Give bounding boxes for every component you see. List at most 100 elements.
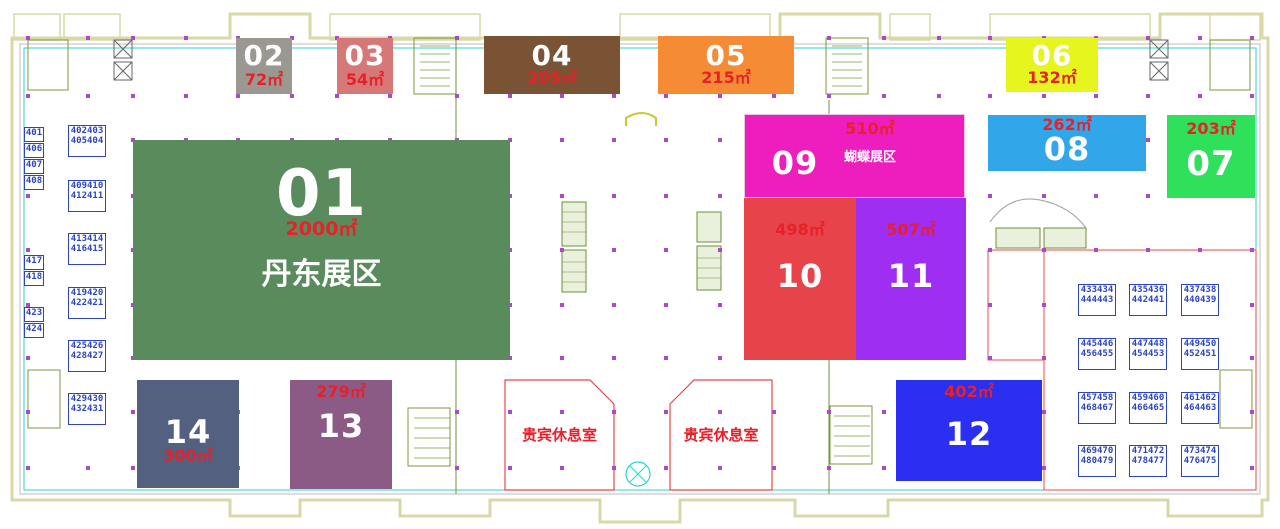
booth-label: 457458 [1080,393,1114,403]
hall-number: 13 [317,407,365,445]
booth[interactable]: 423 [24,307,44,322]
column-marker [882,36,886,40]
booth[interactable]: 401 [24,127,44,142]
hall-area: 507㎡ [886,220,936,239]
hall-12[interactable]: 402㎡ 12 [896,380,1042,481]
column-marker [1198,36,1202,40]
vip-room-right[interactable]: 贵宾休息室 [670,380,772,490]
column-marker [612,248,616,252]
booth[interactable]: 407 [24,159,44,174]
hall-area: 132㎡ [1027,68,1077,87]
booth[interactable]: 424 [24,323,44,338]
column-marker [131,36,135,40]
column-marker [612,356,616,360]
column-marker [718,356,722,360]
hall-name: 蝴蝶展区 [843,150,896,165]
column-marker [560,410,564,414]
column-marker [26,94,30,98]
hall-06[interactable]: 06 132㎡ [1006,38,1098,92]
hall-01[interactable]: 01 2000㎡ 丹东展区 [133,140,510,360]
column-marker [1042,194,1046,198]
column-marker [508,303,512,307]
hall-07[interactable]: 203㎡ 07 [1167,115,1255,198]
booth-label: 449450 [1183,339,1217,349]
hall-area: 510㎡ [845,119,895,138]
hall-14[interactable]: 14 300㎡ [137,380,239,488]
column-marker [1042,303,1046,307]
hall-area: 262㎡ [1042,115,1092,134]
booth-label: 408 [25,176,43,186]
hall-09[interactable]: 09 510㎡ 蝴蝶展区 [744,114,965,198]
column-marker [560,138,564,142]
booth-label: 440439 [1183,295,1217,305]
column-marker [560,466,564,470]
booth-label: 442441 [1131,295,1165,305]
column-marker [827,36,831,40]
hall-11[interactable]: 507㎡ 11 [856,198,966,360]
column-marker [1250,466,1254,470]
column-marker [612,94,616,98]
booth[interactable]: 408 [24,175,44,190]
column-marker [1250,303,1254,307]
hall-13[interactable]: 279㎡ 13 [290,380,392,489]
column-marker [1250,356,1254,360]
hall-05[interactable]: 05 215㎡ [658,36,794,94]
hall-08[interactable]: 262㎡ 08 [988,115,1146,171]
hall-03[interactable]: 03 54㎡ [337,38,393,94]
column-marker [26,356,30,360]
column-marker [1250,248,1254,252]
hall-name: 丹东展区 [261,257,382,292]
column-marker [772,410,776,414]
booth[interactable]: 417 [24,255,44,270]
column-marker [1042,410,1046,414]
column-marker [937,94,941,98]
booth[interactable]: 406 [24,143,44,158]
column-marker [882,410,886,414]
booth-label: 429430 [70,394,104,404]
booth-label: 413414 [70,234,104,244]
hall-04[interactable]: 04 205㎡ [484,36,620,94]
booth-label: 423 [25,308,43,318]
hall-02[interactable]: 02 72㎡ [236,38,292,94]
hall-10[interactable]: 498㎡ 10 [744,198,856,360]
column-marker [718,138,722,142]
booth-label: 425426 [70,341,104,351]
column-marker [131,410,135,414]
vip-room-label: 贵宾休息室 [683,426,759,444]
booth-label: 416415 [70,244,104,254]
column-marker [455,94,459,98]
column-marker [184,36,188,40]
booth[interactable]: 418 [24,271,44,286]
vip-room-left[interactable]: 贵宾休息室 [505,380,614,490]
column-marker [827,94,831,98]
hall-number: 06 [1031,39,1073,72]
column-marker [508,410,512,414]
hall-area: 72㎡ [244,70,284,89]
booth-label: 476475 [1183,456,1217,466]
column-marker [560,303,564,307]
column-marker [455,466,459,470]
hall-number: 04 [531,39,573,72]
column-marker [718,466,722,470]
column-marker [988,194,992,198]
column-marker [1094,94,1098,98]
